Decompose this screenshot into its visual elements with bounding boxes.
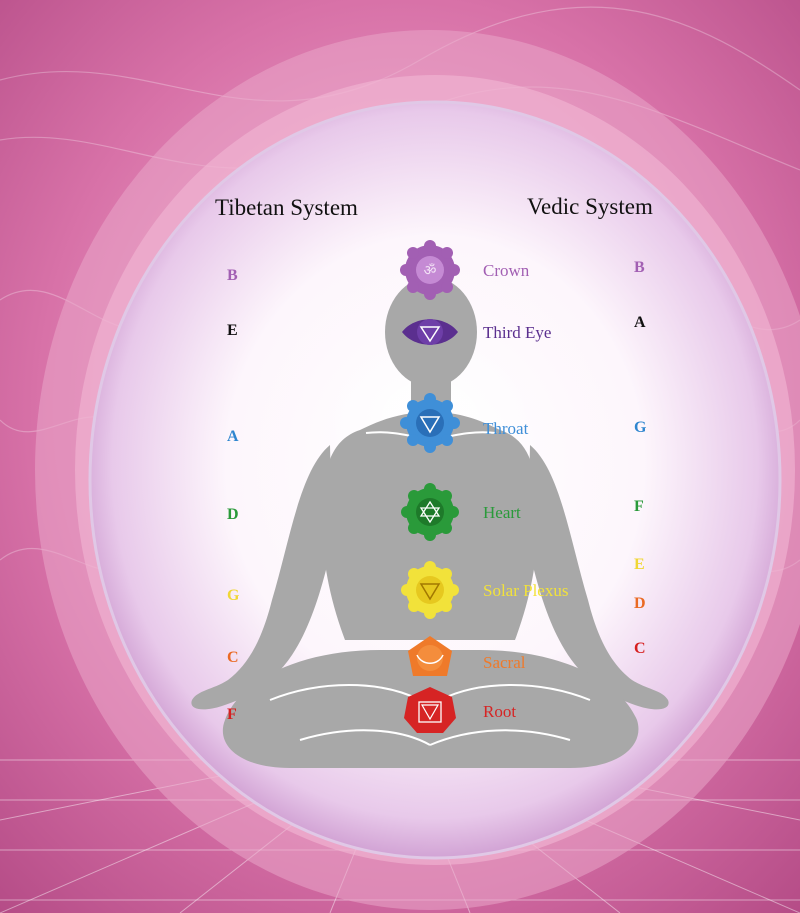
- tibetan-note-crown: B: [227, 267, 238, 285]
- chakra-label-heart: Heart: [483, 503, 521, 523]
- vedic-note-solar-plexus: E: [634, 556, 645, 574]
- chakra-label-third-eye: Third Eye: [483, 323, 551, 343]
- tibetan-note-throat: A: [227, 428, 239, 446]
- crown-chakra-icon: ॐ: [400, 240, 460, 300]
- vedic-system-heading: Vedic System: [527, 194, 653, 220]
- vedic-note-third-eye: A: [634, 314, 646, 332]
- tibetan-note-solar-plexus: G: [227, 587, 239, 605]
- svg-text:ॐ: ॐ: [424, 263, 437, 279]
- tibetan-system-heading: Tibetan System: [215, 195, 358, 221]
- vedic-note-throat: G: [634, 419, 646, 437]
- vedic-note-root: C: [634, 640, 646, 658]
- chakra-label-throat: Throat: [483, 419, 528, 439]
- chakra-label-sacral: Sacral: [483, 653, 525, 673]
- vedic-note-sacral: D: [634, 595, 646, 613]
- tibetan-note-sacral: C: [227, 649, 239, 667]
- vedic-note-heart: F: [634, 498, 644, 516]
- tibetan-note-heart: D: [227, 506, 239, 524]
- chakra-label-root: Root: [483, 702, 516, 722]
- throat-chakra-icon: [400, 393, 460, 453]
- tibetan-note-root: F: [227, 706, 237, 724]
- tibetan-note-third-eye: E: [227, 322, 238, 340]
- chakra-label-solar-plexus: Solar Plexus: [483, 581, 568, 601]
- chakra-label-crown: Crown: [483, 261, 529, 281]
- vedic-note-crown: B: [634, 259, 645, 277]
